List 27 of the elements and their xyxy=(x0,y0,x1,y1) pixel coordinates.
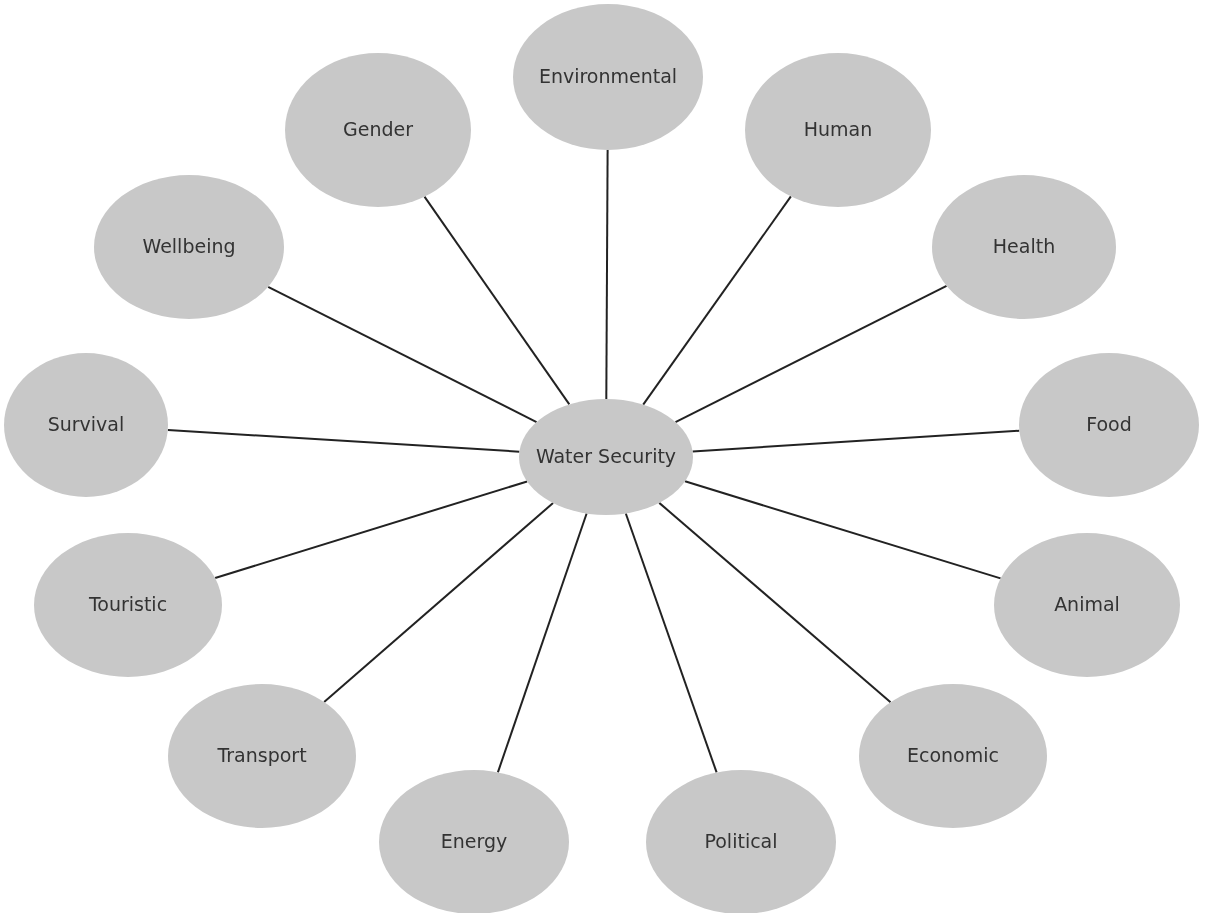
node-label: Energy xyxy=(440,829,508,855)
node-label: Animal xyxy=(1054,592,1120,618)
node-label: Wellbeing xyxy=(142,234,236,260)
connector-line xyxy=(166,429,521,453)
connector-line xyxy=(605,149,609,400)
connector-line xyxy=(323,502,555,703)
node-label: Political xyxy=(704,829,778,855)
connector-line xyxy=(658,501,892,704)
node-label: Health xyxy=(992,234,1056,260)
node-label: Human xyxy=(803,117,873,143)
connector-line xyxy=(624,512,718,774)
connector-line xyxy=(214,480,529,579)
node-label: Water Security xyxy=(535,444,677,470)
connector-line xyxy=(423,195,571,406)
connector-line xyxy=(691,429,1021,453)
node-label: Food xyxy=(1086,412,1132,438)
node-label: Transport xyxy=(217,743,307,769)
connector-line xyxy=(674,284,948,424)
connector-line xyxy=(267,285,538,424)
connector-line xyxy=(642,195,792,406)
connector-line xyxy=(684,480,1002,580)
node-label: Touristic xyxy=(88,592,168,618)
node-label: Survival xyxy=(47,412,125,438)
node-label: Economic xyxy=(907,743,999,769)
connector-line xyxy=(496,512,588,774)
node-label: Environmental xyxy=(538,64,678,90)
node-label: Gender xyxy=(343,117,413,143)
